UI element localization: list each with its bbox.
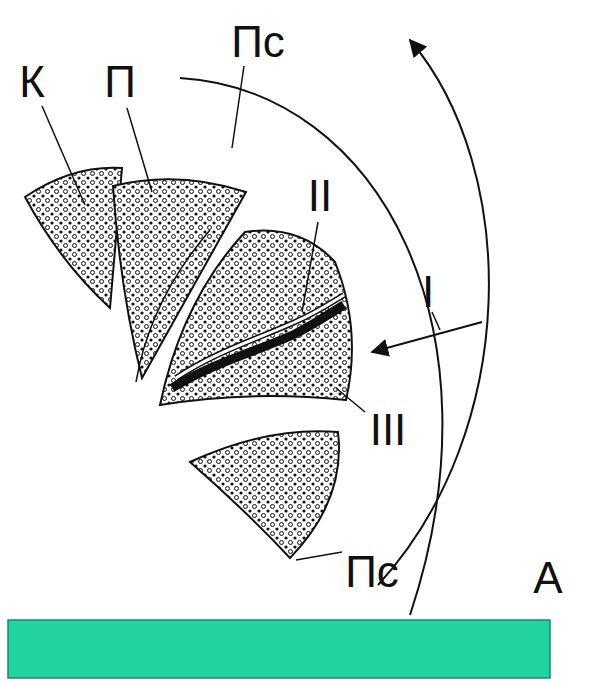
callout-label: Пс: [345, 550, 399, 594]
segment-lower: [190, 431, 339, 558]
callout-label: А: [533, 556, 562, 600]
leader-line: [232, 66, 244, 148]
leader-line: [432, 312, 440, 330]
leader-line: [336, 388, 365, 412]
green-bar: [8, 620, 550, 678]
callout-label: III: [370, 408, 407, 452]
crack-gap: [176, 295, 344, 378]
callout-label: Пс: [231, 20, 285, 64]
load-arrow: [372, 322, 482, 352]
crack-edge: [176, 295, 344, 378]
leader-line: [127, 108, 152, 192]
callout-label: I: [422, 270, 434, 314]
leader-line: [42, 106, 85, 205]
gap-arc: [136, 230, 210, 382]
leader-line: [302, 222, 318, 312]
segment-k: [25, 168, 122, 308]
callout-label: II: [308, 174, 332, 218]
leader-line: [296, 552, 342, 560]
rotation-arrow: [378, 40, 489, 585]
crack: [172, 305, 344, 388]
callout-label: К: [19, 60, 45, 104]
callout-label: П: [104, 60, 136, 104]
